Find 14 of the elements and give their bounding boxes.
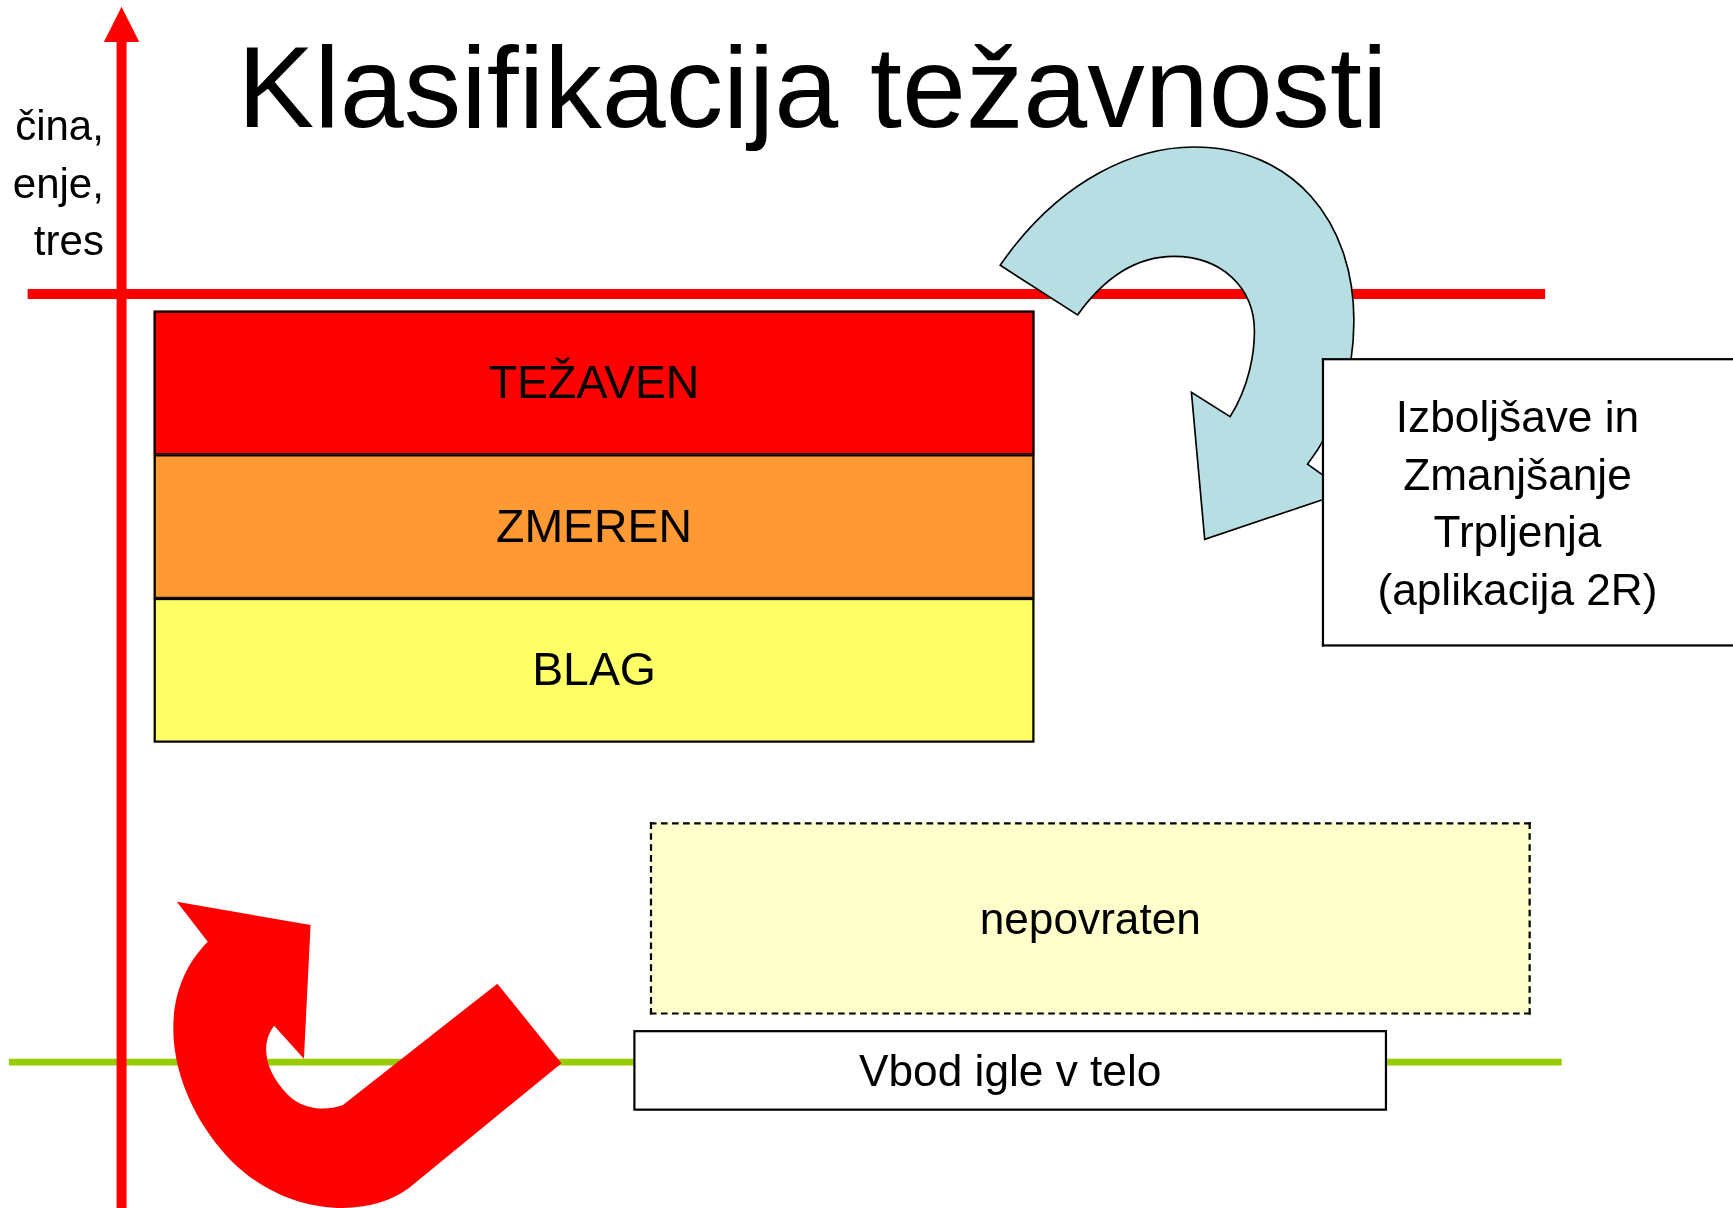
title: Klasifikacija težavnosti xyxy=(237,24,1388,151)
text-box xyxy=(1321,358,1733,647)
axis-label: čina, enje, tres xyxy=(11,101,104,267)
dashed-box xyxy=(649,822,1531,1015)
label: TEŽAVEN xyxy=(488,355,700,411)
text-box xyxy=(633,1030,1388,1111)
severity-band xyxy=(153,454,1035,600)
label: ZMEREN xyxy=(496,498,693,554)
label: Izboljšave in Zmanjšanje Trpljenja (aplikacija 2R) xyxy=(1376,390,1659,616)
label: nepovraten xyxy=(979,893,1201,945)
severity-band xyxy=(153,597,1035,743)
severity-band xyxy=(153,310,1035,456)
label: Vbod igle v telo xyxy=(859,1045,1162,1097)
label: BLAG xyxy=(532,642,656,698)
